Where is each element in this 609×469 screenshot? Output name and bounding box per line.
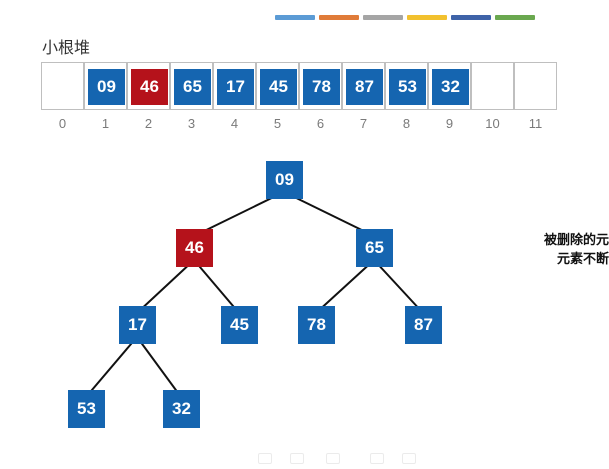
window-icon [290,453,304,464]
array-cell: 32 [428,62,471,110]
array-cell: 65 [170,62,213,110]
color-bar [363,15,403,20]
array-index-label: 7 [359,116,368,131]
tree-edge [315,259,375,314]
array-value-chip: 65 [174,69,211,105]
tree-edge [136,259,195,314]
color-bar [495,15,535,20]
array-index-label: 5 [273,116,282,131]
array-value-chip: 09 [88,69,125,105]
array-index-label: 2 [144,116,153,131]
array-index-label: 6 [316,116,325,131]
color-bar [319,15,359,20]
array-value-chip: 45 [260,69,297,105]
color-bar [451,15,491,20]
array-cell: 53 [385,62,428,110]
tree-node: 09 [266,161,303,199]
tree-node: 78 [298,306,335,344]
tree-node: 17 [119,306,156,344]
array-value-chip: 53 [389,69,426,105]
faded-toolbar [230,448,609,469]
array-cell [514,62,557,110]
window-icon [326,453,340,464]
array-cell [41,62,84,110]
array-cell: 09 [84,62,127,110]
tree-node: 46 [176,229,213,267]
array-index-label: 9 [445,116,454,131]
array-cell: 78 [299,62,342,110]
array-value-chip: 78 [303,69,340,105]
array-value-chip: 46 [131,69,168,105]
window-icon [370,453,384,464]
array-index-label: 0 [58,116,67,131]
side-note-line-2: 元素不断 [556,252,609,267]
array-index-label: 1 [101,116,110,131]
array-cell: 87 [342,62,385,110]
tree-edge [193,191,285,237]
array-value-chip: 87 [346,69,383,105]
tree-edge [193,259,240,314]
color-bar [407,15,447,20]
array-index-label: 11 [528,116,543,131]
array-index-label: 10 [485,116,500,131]
array-cell: 17 [213,62,256,110]
array-index-label: 4 [230,116,239,131]
tree-node: 53 [68,390,105,428]
array-cell [471,62,514,110]
array-cell: 45 [256,62,299,110]
array-index-label: 3 [187,116,196,131]
side-note: 被删除的元 元素不断 [529,231,609,269]
array-cell: 46 [127,62,170,110]
tree-edge [373,259,424,314]
tree-edge [283,191,375,237]
tree-node: 32 [163,390,200,428]
tree-node: 45 [221,306,258,344]
array-index-label: 8 [402,116,411,131]
tree-node: 65 [356,229,393,267]
tree-node: 87 [405,306,442,344]
heap-title: 小根堆 [42,38,91,57]
side-note-line-1: 被删除的元 [543,233,609,248]
array-value-chip: 17 [217,69,254,105]
tree-edge [85,336,138,398]
color-bar [275,15,315,20]
tree-edge [136,336,182,398]
window-icon [258,453,272,464]
array-value-chip: 32 [432,69,469,105]
window-icon [402,453,416,464]
